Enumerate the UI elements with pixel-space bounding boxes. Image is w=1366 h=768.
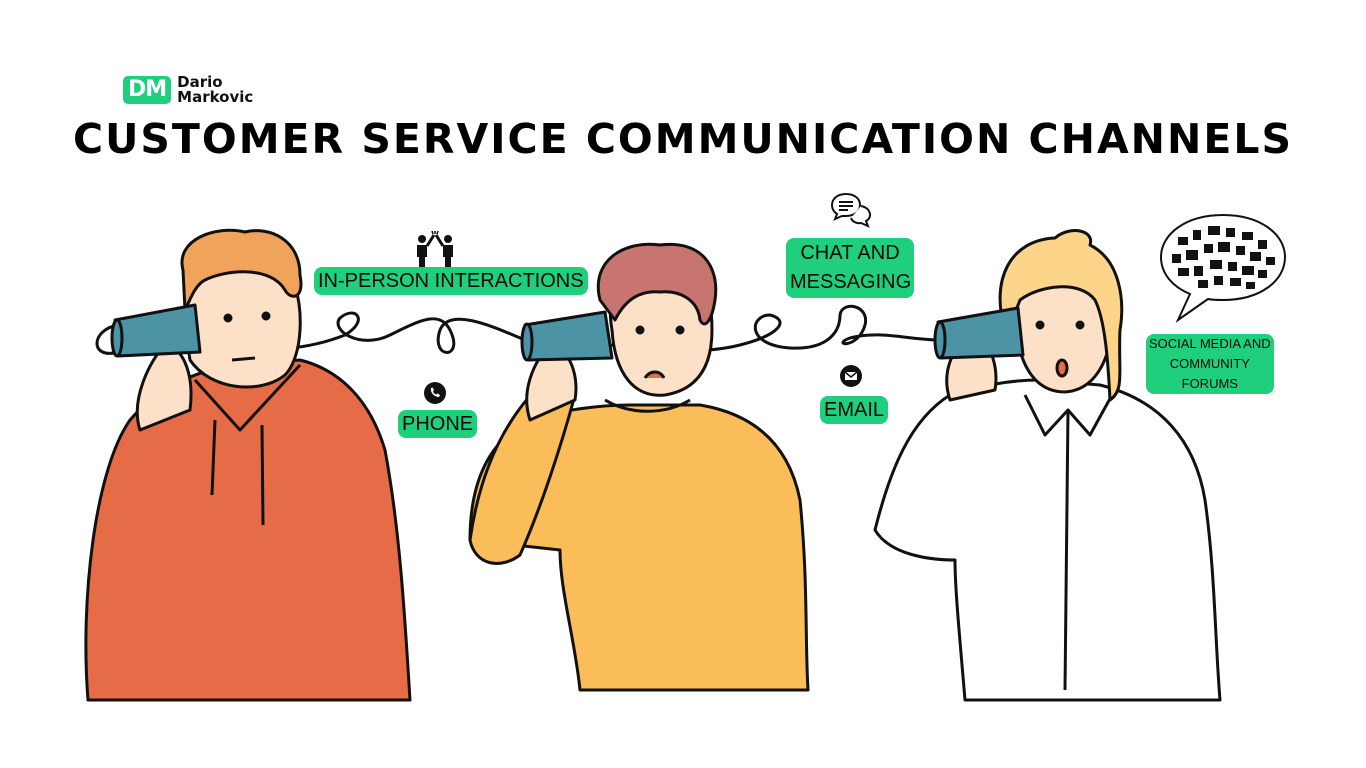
- channel-social-line-1: SOCIAL MEDIA AND: [1149, 336, 1271, 351]
- phone-icon: [424, 382, 446, 404]
- brand-logo: DM Dario Markovic: [123, 75, 253, 105]
- channel-phone: PHONE: [398, 410, 478, 438]
- logo-badge: DM: [123, 76, 172, 104]
- email-icon: [840, 365, 862, 387]
- chat-bubbles-icon: [830, 192, 872, 228]
- channel-chat: CHAT AND MESSAGING: [786, 238, 914, 298]
- channel-social-line-3: FORUMS: [1181, 376, 1238, 391]
- channel-in-person: IN-PERSON INTERACTIONS: [314, 267, 588, 295]
- logo-last-name: Markovic: [177, 88, 254, 106]
- channel-social: SOCIAL MEDIA AND COMMUNITY FORUMS: [1146, 334, 1274, 394]
- string-cord: [95, 304, 942, 355]
- logo-first-name: Dario: [177, 73, 223, 91]
- person-hoodie: [84, 228, 412, 702]
- person-sweater: [468, 242, 810, 692]
- channel-email: EMAIL: [820, 396, 889, 424]
- channel-social-line-2: COMMUNITY: [1169, 356, 1250, 371]
- logo-text: Dario Markovic: [177, 75, 253, 105]
- person-shirt: [873, 229, 1222, 702]
- page-title: CUSTOMER SERVICE COMMUNICATION CHANNELS: [73, 115, 1293, 163]
- social-cloud-icon: [1159, 213, 1287, 323]
- people-high-five-icon: [417, 231, 453, 267]
- channel-chat-label: CHAT AND MESSAGING: [790, 242, 912, 293]
